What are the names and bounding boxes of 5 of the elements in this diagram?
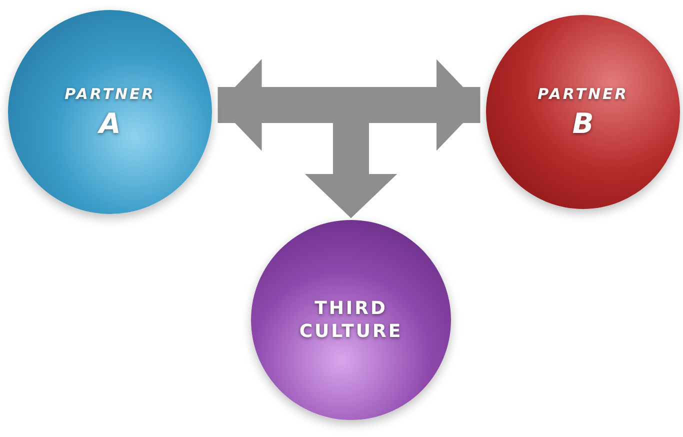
node-letter: A (99, 106, 121, 141)
node-title: PARTNER (64, 84, 156, 106)
node-title: THIRD CULTURE (298, 296, 404, 344)
node-letter: B (572, 106, 594, 141)
node-title: PARTNER (538, 84, 628, 106)
